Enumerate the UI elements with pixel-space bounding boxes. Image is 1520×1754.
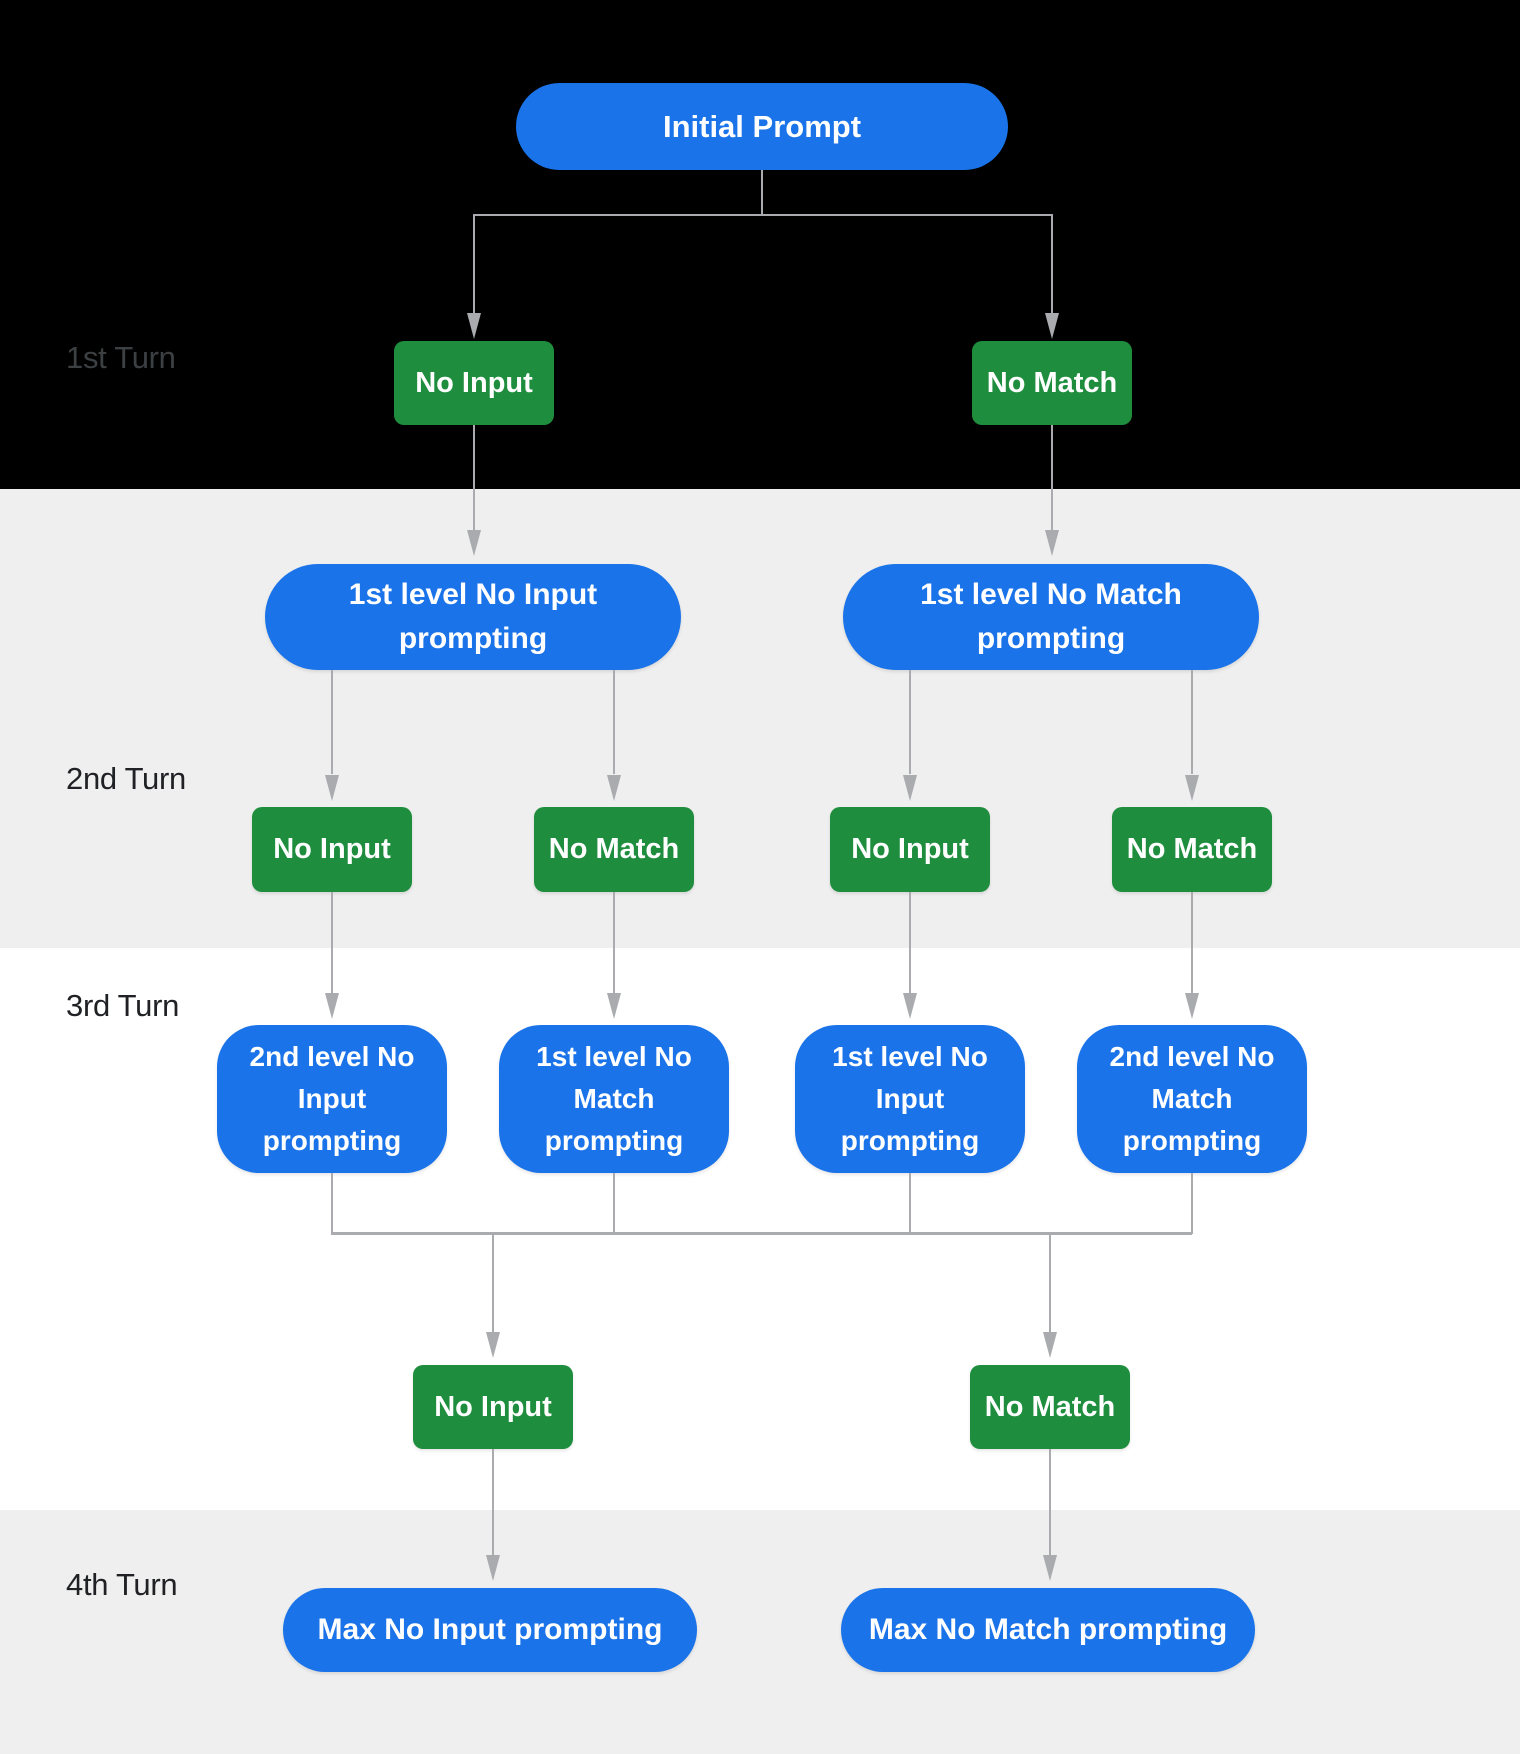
connector-line bbox=[1049, 1449, 1051, 1557]
connector-line bbox=[909, 670, 911, 774]
turn-label-4th: 4th Turn bbox=[66, 1567, 178, 1602]
connector-line bbox=[474, 214, 1052, 216]
node-max-no-input-prompting: Max No Input prompting bbox=[283, 1588, 697, 1672]
node-1st-level-no-input-prompting-2: 1st level No Input prompting bbox=[795, 1025, 1025, 1173]
connector-line bbox=[1051, 214, 1053, 314]
arrowhead-icon bbox=[1185, 993, 1199, 1019]
node-2nd-level-no-input-prompting: 2nd level No Input prompting bbox=[217, 1025, 447, 1173]
node-turn2-no-match-right: No Match bbox=[1112, 807, 1272, 892]
section-turn1-background bbox=[0, 0, 1520, 489]
section-turn4-background bbox=[0, 1510, 1520, 1754]
connector-line bbox=[1191, 670, 1193, 774]
section-turn2-background bbox=[0, 489, 1520, 948]
arrowhead-icon bbox=[1045, 530, 1059, 556]
node-initial-prompt: Initial Prompt bbox=[516, 83, 1008, 170]
node-turn3-no-match: No Match bbox=[970, 1365, 1130, 1449]
arrowhead-icon bbox=[467, 530, 481, 556]
node-turn2-no-input-left: No Input bbox=[252, 807, 412, 892]
connector-line bbox=[1191, 892, 1193, 994]
turn-label-1st: 1st Turn bbox=[66, 340, 176, 375]
connector-line bbox=[1051, 425, 1053, 532]
node-1st-level-no-match-prompting: 1st level No Match prompting bbox=[843, 564, 1259, 670]
connector-line bbox=[613, 1173, 615, 1234]
arrowhead-icon bbox=[607, 993, 621, 1019]
connector-line bbox=[909, 1173, 911, 1234]
node-1st-level-no-match-prompting-2: 1st level No Match prompting bbox=[499, 1025, 729, 1173]
connector-line bbox=[331, 892, 333, 994]
node-turn2-no-match-left: No Match bbox=[534, 807, 694, 892]
arrowhead-icon bbox=[486, 1555, 500, 1581]
arrowhead-icon bbox=[1043, 1332, 1057, 1358]
arrowhead-icon bbox=[903, 993, 917, 1019]
arrowhead-icon bbox=[486, 1332, 500, 1358]
turn-label-2nd: 2nd Turn bbox=[66, 761, 186, 796]
connector-line bbox=[761, 170, 763, 215]
node-2nd-level-no-match-prompting: 2nd level No Match prompting bbox=[1077, 1025, 1307, 1173]
arrowhead-icon bbox=[325, 775, 339, 801]
connector-line bbox=[331, 1173, 333, 1234]
connector-line bbox=[613, 670, 615, 774]
connector-line bbox=[492, 1234, 494, 1334]
arrowhead-icon bbox=[1043, 1555, 1057, 1581]
node-max-no-match-prompting: Max No Match prompting bbox=[841, 1588, 1255, 1672]
arrowhead-icon bbox=[1045, 313, 1059, 339]
connector-line bbox=[492, 1449, 494, 1557]
arrowhead-icon bbox=[325, 993, 339, 1019]
connector-line bbox=[331, 670, 333, 774]
connector-line bbox=[473, 214, 475, 314]
node-turn3-no-input: No Input bbox=[413, 1365, 573, 1449]
node-turn1-no-match: No Match bbox=[972, 341, 1132, 425]
connector-line bbox=[1191, 1173, 1193, 1234]
node-1st-level-no-input-prompting: 1st level No Input prompting bbox=[265, 564, 681, 670]
connector-line bbox=[1049, 1234, 1051, 1334]
turn-label-3rd: 3rd Turn bbox=[66, 988, 180, 1023]
arrowhead-icon bbox=[1185, 775, 1199, 801]
connector-bus-line bbox=[331, 1232, 1192, 1235]
connector-line bbox=[613, 892, 615, 994]
node-turn2-no-input-right: No Input bbox=[830, 807, 990, 892]
node-turn1-no-input: No Input bbox=[394, 341, 554, 425]
arrowhead-icon bbox=[903, 775, 917, 801]
connector-line bbox=[909, 892, 911, 994]
arrowhead-icon bbox=[607, 775, 621, 801]
connector-line bbox=[473, 425, 475, 532]
section-turn3-background bbox=[0, 948, 1520, 1510]
arrowhead-icon bbox=[467, 313, 481, 339]
